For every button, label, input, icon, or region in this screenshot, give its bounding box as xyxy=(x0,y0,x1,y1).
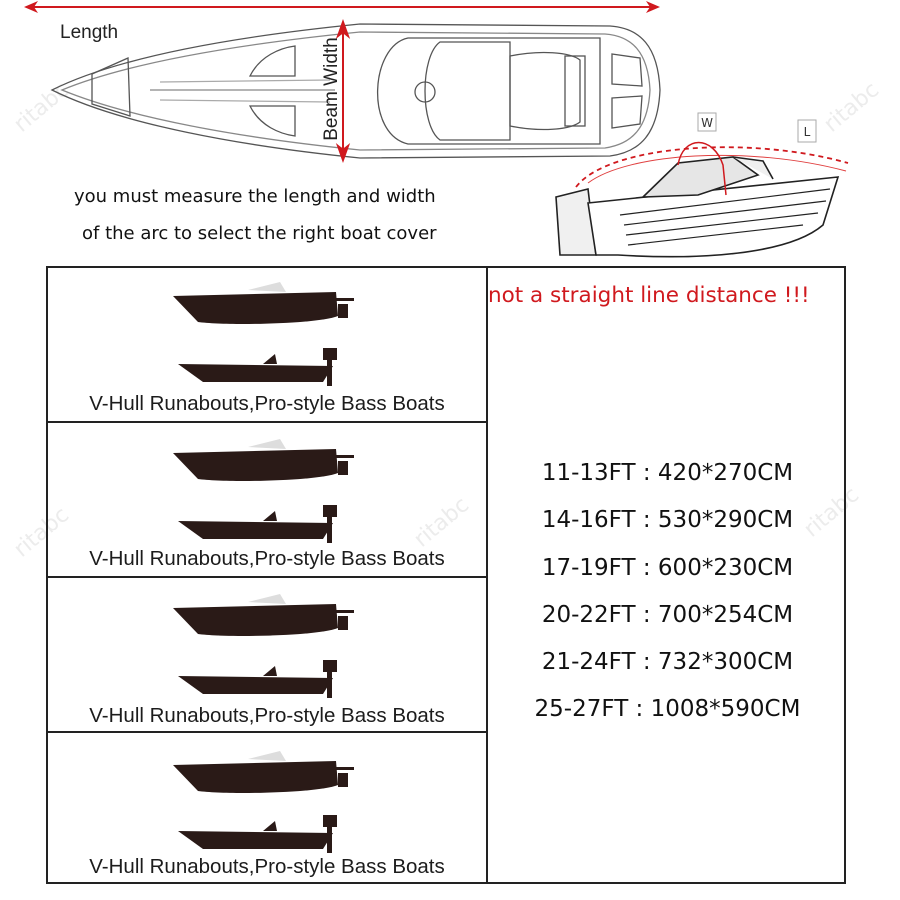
bass-boat-silhouette-icon xyxy=(178,505,337,543)
top-view-boat-drawing xyxy=(50,19,661,163)
boat-type-size-table: V-Hull Runabouts,Pro-style Bass Boats V-… xyxy=(46,266,846,884)
instruction-line-1: you must measure the length and width xyxy=(74,186,436,207)
boat-type-caption: V-Hull Runabouts,Pro-style Bass Boats xyxy=(89,855,445,878)
boat-types-column: V-Hull Runabouts,Pro-style Bass Boats V-… xyxy=(48,268,488,882)
table-row: V-Hull Runabouts,Pro-style Bass Boats xyxy=(48,268,486,423)
size-option: 14-16FT : 530*290CM xyxy=(541,507,794,534)
instruction-line-2: of the arc to select the right boat cove… xyxy=(82,223,437,244)
size-option: 11-13FT : 420*270CM xyxy=(541,460,794,486)
boat-type-caption: V-Hull Runabouts,Pro-style Bass Boats xyxy=(89,547,445,570)
w-marker: W xyxy=(701,116,713,130)
table-row: V-Hull Runabouts,Pro-style Bass Boats xyxy=(48,733,486,886)
side-view-boat-measurement-drawing: W L xyxy=(555,112,849,258)
l-marker: L xyxy=(804,125,811,139)
bass-boat-silhouette-icon xyxy=(178,348,337,386)
runabout-silhouette-icon xyxy=(173,282,354,324)
length-arrow-icon xyxy=(24,1,660,13)
bass-boat-silhouette-icon xyxy=(178,660,337,698)
runabout-silhouette-icon xyxy=(173,594,354,636)
runabout-silhouette-icon xyxy=(173,439,354,481)
size-option: 20-22FT : 700*254CM xyxy=(541,601,794,628)
bass-boat-silhouette-icon xyxy=(178,815,337,853)
size-list: 11-13FT : 420*270CM 14-16FT : 530*290CM … xyxy=(500,450,835,734)
size-option: 25-27FT : 1008*590CM xyxy=(534,696,801,723)
size-option: 21-24FT : 732*300CM xyxy=(541,649,794,676)
length-label: Length xyxy=(60,22,119,43)
boat-type-caption: V-Hull Runabouts,Pro-style Bass Boats xyxy=(89,392,445,415)
beam-width-label: Beam Width xyxy=(321,37,342,141)
runabout-silhouette-icon xyxy=(173,751,354,793)
warning-text: not a straight line distance !!! xyxy=(488,283,810,308)
boat-type-caption: V-Hull Runabouts,Pro-style Bass Boats xyxy=(89,704,445,727)
table-row: V-Hull Runabouts,Pro-style Bass Boats xyxy=(48,578,486,733)
size-option: 17-19FT : 600*230CM xyxy=(541,554,794,581)
table-row: V-Hull Runabouts,Pro-style Bass Boats xyxy=(48,423,486,578)
